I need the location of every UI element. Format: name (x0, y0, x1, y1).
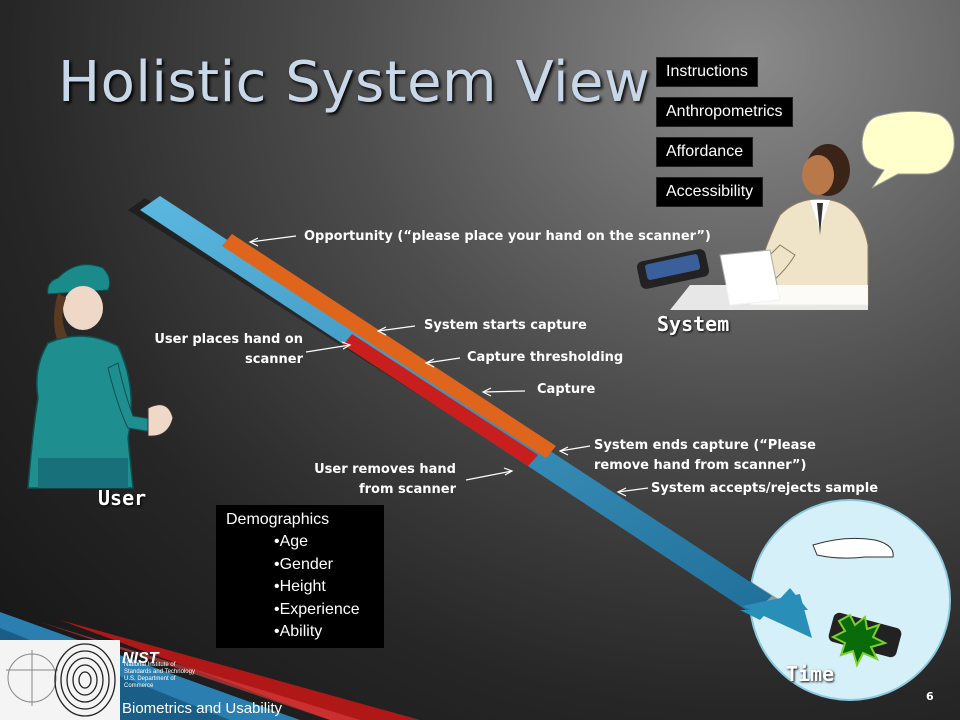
page-number: 6 (926, 690, 934, 703)
label-ends-capture-line1: System ends capture (“Please (594, 438, 816, 453)
time-circle (749, 499, 951, 701)
nist-caption-line1: National Institute of (124, 662, 176, 668)
system-role-label: System (657, 312, 730, 336)
user-illustration (27, 264, 174, 489)
nist-caption-line3: U.S. Department of Commerce (124, 676, 176, 689)
factor-instructions: Instructions (656, 57, 758, 87)
label-user-places-line2: scanner (245, 352, 303, 367)
nist-caption-line2: Standards and Technology (124, 669, 195, 675)
demographics-heading: Demographics (226, 511, 330, 528)
demographics-item-height: •Height (274, 578, 326, 595)
factor-anthropometrics: Anthropometrics (656, 97, 793, 127)
demographics-item-gender: •Gender (274, 555, 333, 573)
slide-title: Holistic System View (58, 50, 651, 115)
system-clerk-illustration (636, 144, 869, 310)
factor-accessibility: Accessibility (656, 177, 764, 207)
demographics-item-age: •Age (274, 533, 309, 550)
user-role-label: User (98, 486, 147, 510)
label-capture: Capture (537, 382, 596, 397)
label-user-places-line1: User places hand on (154, 332, 303, 347)
label-user-removes-line1: User removes hand (314, 462, 456, 477)
demographics-box: Demographics •Age •Gender •Height •Exper… (216, 505, 384, 648)
demographics-item-experience: •Experience (274, 600, 360, 618)
fingerprint-vitruvian-logo (0, 640, 120, 720)
factor-affordance: Affordance (656, 137, 754, 167)
speech-bubble-icon (861, 110, 955, 189)
label-opportunity: Opportunity (“please place your hand on … (304, 229, 711, 244)
demographics-item-ability: •Ability (274, 623, 323, 640)
label-ends-capture-line2: remove hand from scanner”) (594, 458, 807, 473)
footer-label: Biometrics and Usability (122, 700, 283, 717)
demographics-list: •Age •Gender •Height •Experience •Abilit… (216, 531, 384, 644)
label-starts-capture: System starts capture (424, 318, 587, 333)
time-role-label: Time (786, 662, 835, 686)
label-capture-thresholding: Capture thresholding (467, 350, 624, 365)
nist-logo: NIST (122, 650, 159, 667)
label-user-removes-line2: from scanner (358, 482, 456, 497)
label-accepts-rejects: System accepts/rejects sample (651, 481, 879, 496)
nist-caption: National Institute of Standards and Tech… (124, 662, 204, 690)
